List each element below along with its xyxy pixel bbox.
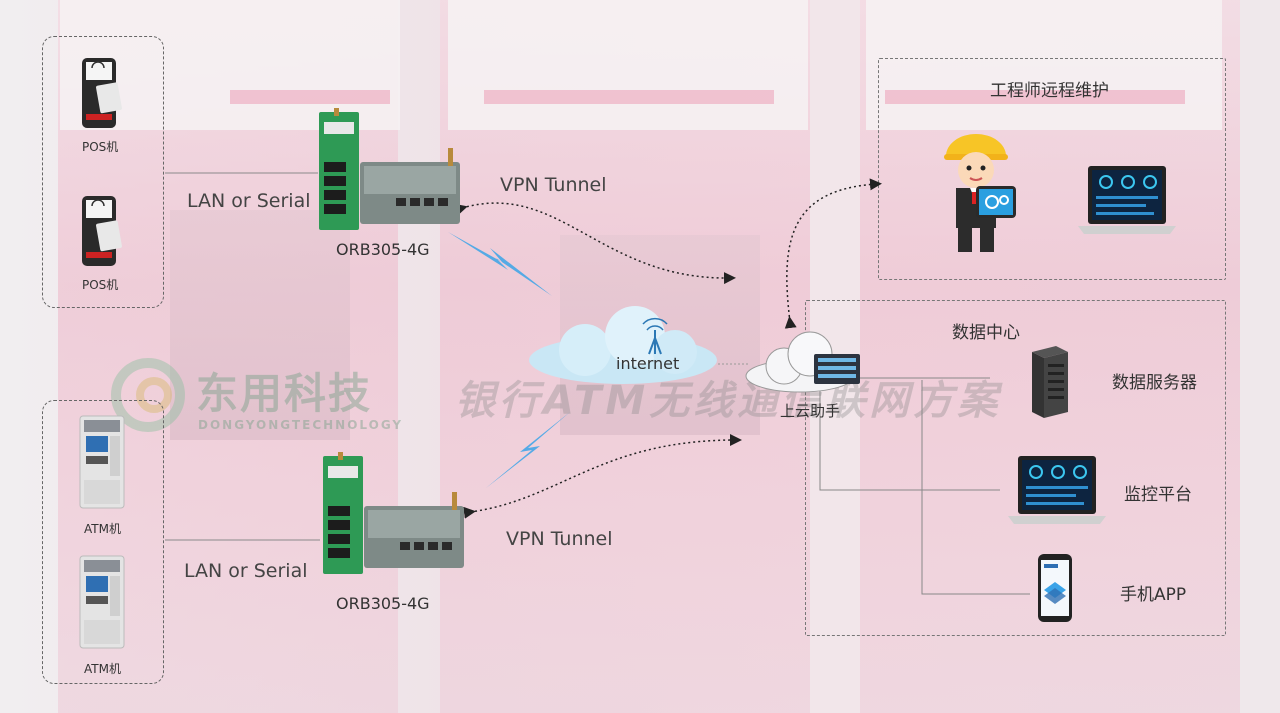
internet-label: internet [616, 354, 680, 373]
pos-terminal-icon [82, 58, 122, 128]
watermark-logo-sub: DONGYONGTECHNOLOGY [198, 418, 404, 432]
bg-stripe [230, 90, 390, 104]
phone-icon [1038, 554, 1072, 622]
vpn-label-bottom: VPN Tunnel [506, 528, 613, 550]
router-icon-bottom [323, 452, 464, 574]
pos-terminal-icon [82, 196, 122, 266]
cloud-helper-label: 上云助手 [780, 402, 841, 420]
server-label: 数据服务器 [1112, 373, 1197, 393]
atm-label-1: ATM机 [84, 522, 121, 536]
internet-cloud-icon [529, 306, 717, 384]
bg-kiosk-screen [170, 210, 350, 440]
router-label-bottom: ORB305-4G [336, 594, 430, 613]
atm-label-2: ATM机 [84, 662, 121, 676]
bg-kiosk-head-right [866, 0, 1222, 130]
laptop-icon-remote [1078, 166, 1176, 234]
datacenter-group [805, 300, 1226, 636]
lightning-icon-bottom [486, 412, 570, 488]
engineer-icon [944, 134, 1016, 252]
pos-label-1: POS机 [82, 140, 119, 154]
lan-label-bottom: LAN or Serial [184, 560, 308, 582]
atm-machine-icon [79, 555, 125, 649]
vpn-tunnel-bottom [463, 434, 742, 519]
bg-stripe [885, 90, 1185, 104]
bg-kiosk-head-center [448, 0, 808, 130]
pos-group [42, 36, 164, 308]
watermark-logo-text: 东用科技 [196, 369, 373, 418]
vpn-tunnel-top [454, 202, 736, 285]
monitor-label: 监控平台 [1124, 485, 1192, 505]
dc-line-monitor [819, 380, 1000, 491]
lan-label-top: LAN or Serial [187, 190, 311, 212]
pos-label-2: POS机 [82, 278, 119, 292]
atm-group [42, 400, 164, 684]
datacenter-title: 数据中心 [952, 323, 1020, 343]
router-label-top: ORB305-4G [336, 240, 430, 259]
router-icon-top [319, 108, 460, 230]
vpn-label-top: VPN Tunnel [500, 174, 607, 196]
remote-group [878, 58, 1226, 280]
laptop-icon-monitor [1008, 456, 1106, 524]
lightning-icon-top [448, 232, 552, 296]
watermark-title: 银行ATM无线通信联网方案 [455, 378, 1002, 424]
dc-line-app [921, 380, 1030, 595]
cloud-helper-icon [745, 331, 860, 393]
remote-title: 工程师远程维护 [990, 81, 1109, 101]
app-label: 手机APP [1120, 585, 1187, 605]
atm-machine-icon [79, 415, 125, 509]
remote-tunnel [784, 178, 882, 329]
server-icon [1032, 346, 1068, 418]
bg-stripe [484, 90, 774, 104]
